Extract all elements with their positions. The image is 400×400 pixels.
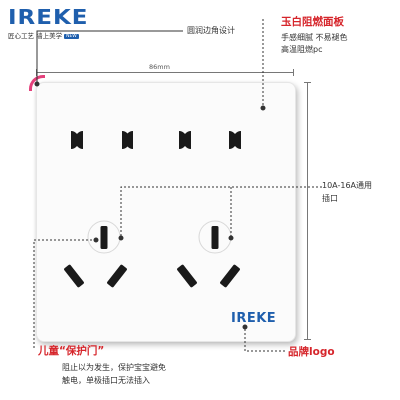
width-dimension-line [36, 69, 294, 76]
brand-logo-title: 品牌logo [288, 346, 335, 358]
height-dimension-line [304, 82, 311, 340]
child-protection-title: 儿童“保护门” [38, 345, 105, 357]
logo-tagline-badge: NEW [64, 33, 79, 39]
logo-tagline-text: 匠心工艺 墙上美学 [8, 32, 63, 40]
corner-highlight-arc [29, 75, 45, 91]
width-dimension-label: 86mm [149, 63, 170, 71]
socket-spec-line2: 插口 [322, 194, 338, 203]
socket-panel [36, 82, 296, 342]
logo-wordmark: IREKE [8, 6, 89, 30]
panel-brand-mark: IREKE [231, 311, 277, 326]
rounded-corner-label: 圆润边角设计 [187, 26, 235, 35]
material-title: 玉白阻燃面板 [281, 16, 344, 28]
socket-spec-line1: 10A-16A通用 [322, 181, 373, 190]
child-protection-desc-line1: 阻止以为发生，保护宝宝避免 [62, 363, 166, 372]
material-desc-line1: 手感细腻 不易褪色 [281, 33, 348, 42]
material-desc-line2: 高温阻燃pc [281, 45, 323, 54]
child-protection-desc-line2: 触电，单极插口无法插入 [62, 376, 150, 385]
